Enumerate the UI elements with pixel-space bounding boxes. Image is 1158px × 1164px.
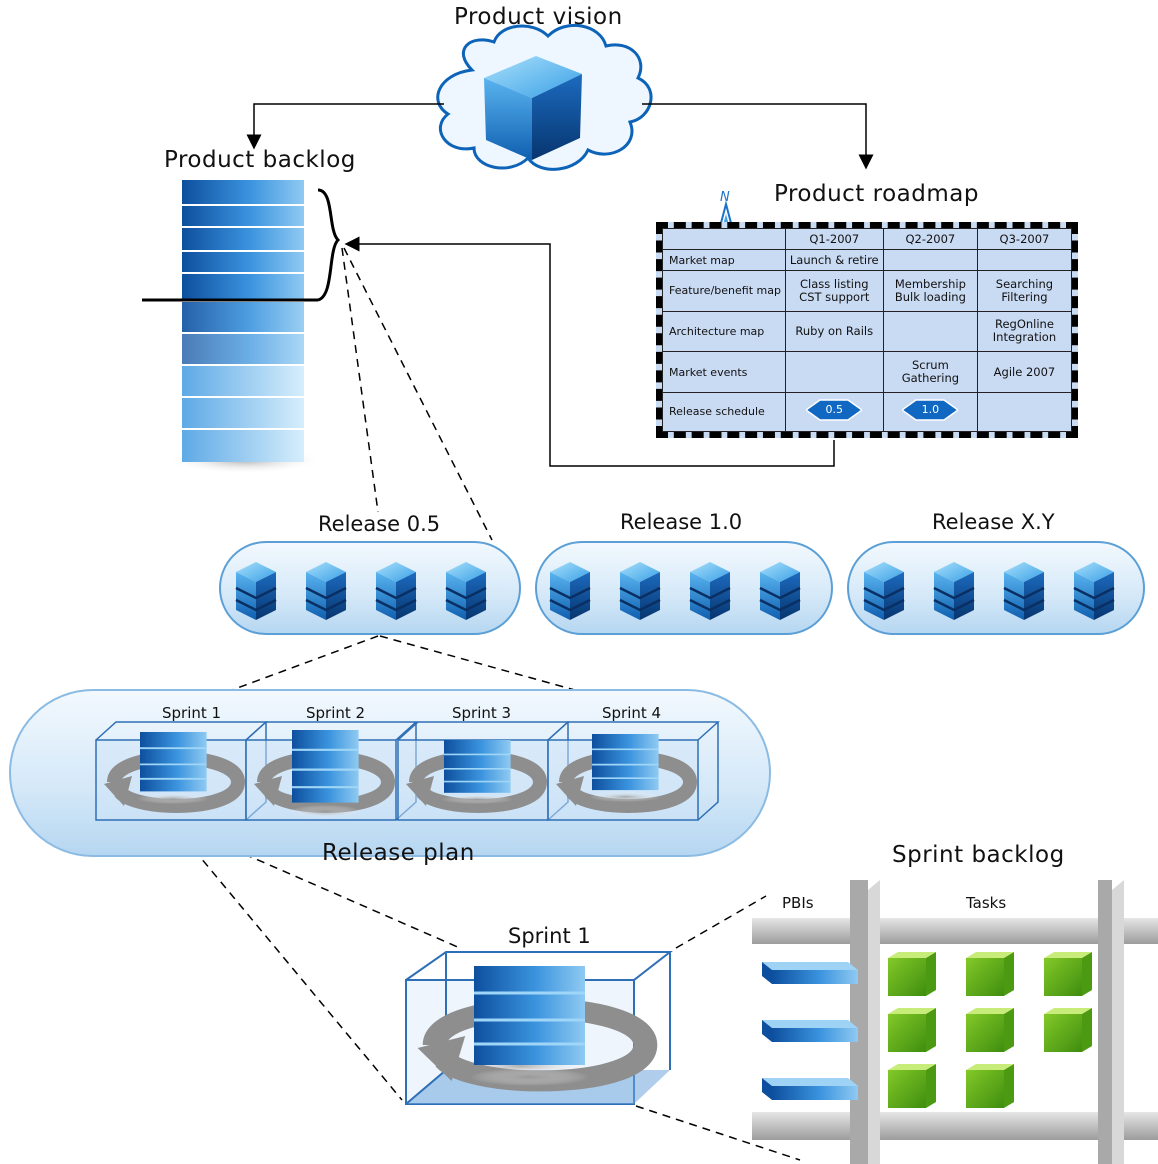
pbis-label: PBIs — [782, 894, 814, 912]
roadmap-cell: 0.5 — [784, 391, 884, 433]
vision-cube-top — [484, 56, 582, 98]
sprint-label-1: Sprint 1 — [162, 704, 222, 722]
tasks-label: Tasks — [966, 894, 1007, 912]
product-backlog-label: Product backlog — [164, 147, 356, 173]
roadmap-row-label: Feature/benefit map — [662, 270, 786, 312]
sprint-label-4: Sprint 4 — [602, 704, 662, 722]
release-diamond-label: 0.5 — [825, 403, 844, 417]
release-2-label: Release 1.0 — [620, 510, 743, 534]
vision-cube-left — [484, 78, 532, 160]
release-3-label: Release X.Y — [932, 510, 1055, 534]
vision-cloud — [436, 23, 653, 171]
release-diamond-icon: 1.0 — [902, 399, 959, 422]
roadmap-row: Market map Launch & retire — [662, 249, 1073, 272]
roadmap-cell: Class listing CST support — [784, 270, 884, 312]
roadmap-cell: Agile 2007 — [976, 351, 1073, 393]
roadmap-cell: Searching Filtering — [976, 270, 1073, 312]
release-plan-label: Release plan — [322, 840, 475, 866]
roadmap-cell — [882, 249, 978, 272]
roadmap-cell — [882, 310, 978, 353]
roadmap-row-label: Release schedule — [662, 391, 786, 433]
vision-cube-right — [532, 74, 582, 160]
sprint-box-2 — [245, 721, 418, 821]
roadmap-row: Feature/benefit map Class listing CST su… — [662, 270, 1073, 312]
roadmap-cell — [976, 391, 1073, 433]
roadmap-col-header: Q1-2007 — [784, 227, 884, 251]
sprint-detail-box — [405, 951, 673, 1105]
release-pills — [219, 541, 1145, 635]
sprint-label-3: Sprint 3 — [452, 704, 512, 722]
release-diamond-label: 1.0 — [921, 403, 940, 417]
sprint-box-3 — [397, 721, 570, 821]
product-backlog-stack — [142, 180, 341, 474]
product-vision-label: Product vision — [454, 4, 623, 30]
roadmap-row: Market events Scrum Gathering Agile 2007 — [662, 351, 1073, 393]
roadmap-row: Architecture map Ruby on Rails RegOnline… — [662, 310, 1073, 353]
release-plan — [9, 689, 771, 857]
roadmap-cell: 1.0 — [882, 391, 978, 433]
sprint-box-4 — [547, 721, 720, 821]
sprint-box-1 — [95, 721, 268, 821]
roadmap-cell: RegOnline Integration — [976, 310, 1073, 353]
roadmap-cell: Launch & retire — [784, 249, 884, 272]
release-diamond-icon: 0.5 — [806, 399, 863, 422]
roadmap-header-row: Q1-2007 Q2-2007 Q3-2007 — [662, 227, 1073, 251]
roadmap-row: Release schedule 0.5 1.0 — [662, 391, 1073, 433]
sprint-backlog-label: Sprint backlog — [892, 842, 1065, 868]
product-roadmap-label: Product roadmap — [774, 181, 979, 207]
product-roadmap-table: Q1-2007 Q2-2007 Q3-2007 Market map Launc… — [656, 222, 1078, 438]
roadmap-corner-cell — [662, 227, 786, 251]
sprint-detail-label: Sprint 1 — [508, 924, 591, 948]
roadmap-cell — [976, 249, 1073, 272]
roadmap-row-label: Market map — [662, 249, 786, 272]
roadmap-row-label: Market events — [662, 351, 786, 393]
compass-north-label: N — [720, 190, 730, 205]
sprint-backlog-grid — [752, 880, 1158, 1164]
roadmap-col-header: Q3-2007 — [976, 227, 1073, 251]
vision-arrows — [246, 103, 874, 467]
sprint-label-2: Sprint 2 — [306, 704, 366, 722]
zoom-lines — [175, 247, 801, 1161]
roadmap-cell: Ruby on Rails — [784, 310, 884, 353]
roadmap-cell — [784, 351, 884, 393]
roadmap-row-label: Architecture map — [662, 310, 786, 353]
release-1-label: Release 0.5 — [318, 512, 441, 536]
roadmap-col-header: Q2-2007 — [882, 227, 978, 251]
roadmap-cell: Scrum Gathering — [882, 351, 978, 393]
roadmap-cell: Membership Bulk loading — [882, 270, 978, 312]
